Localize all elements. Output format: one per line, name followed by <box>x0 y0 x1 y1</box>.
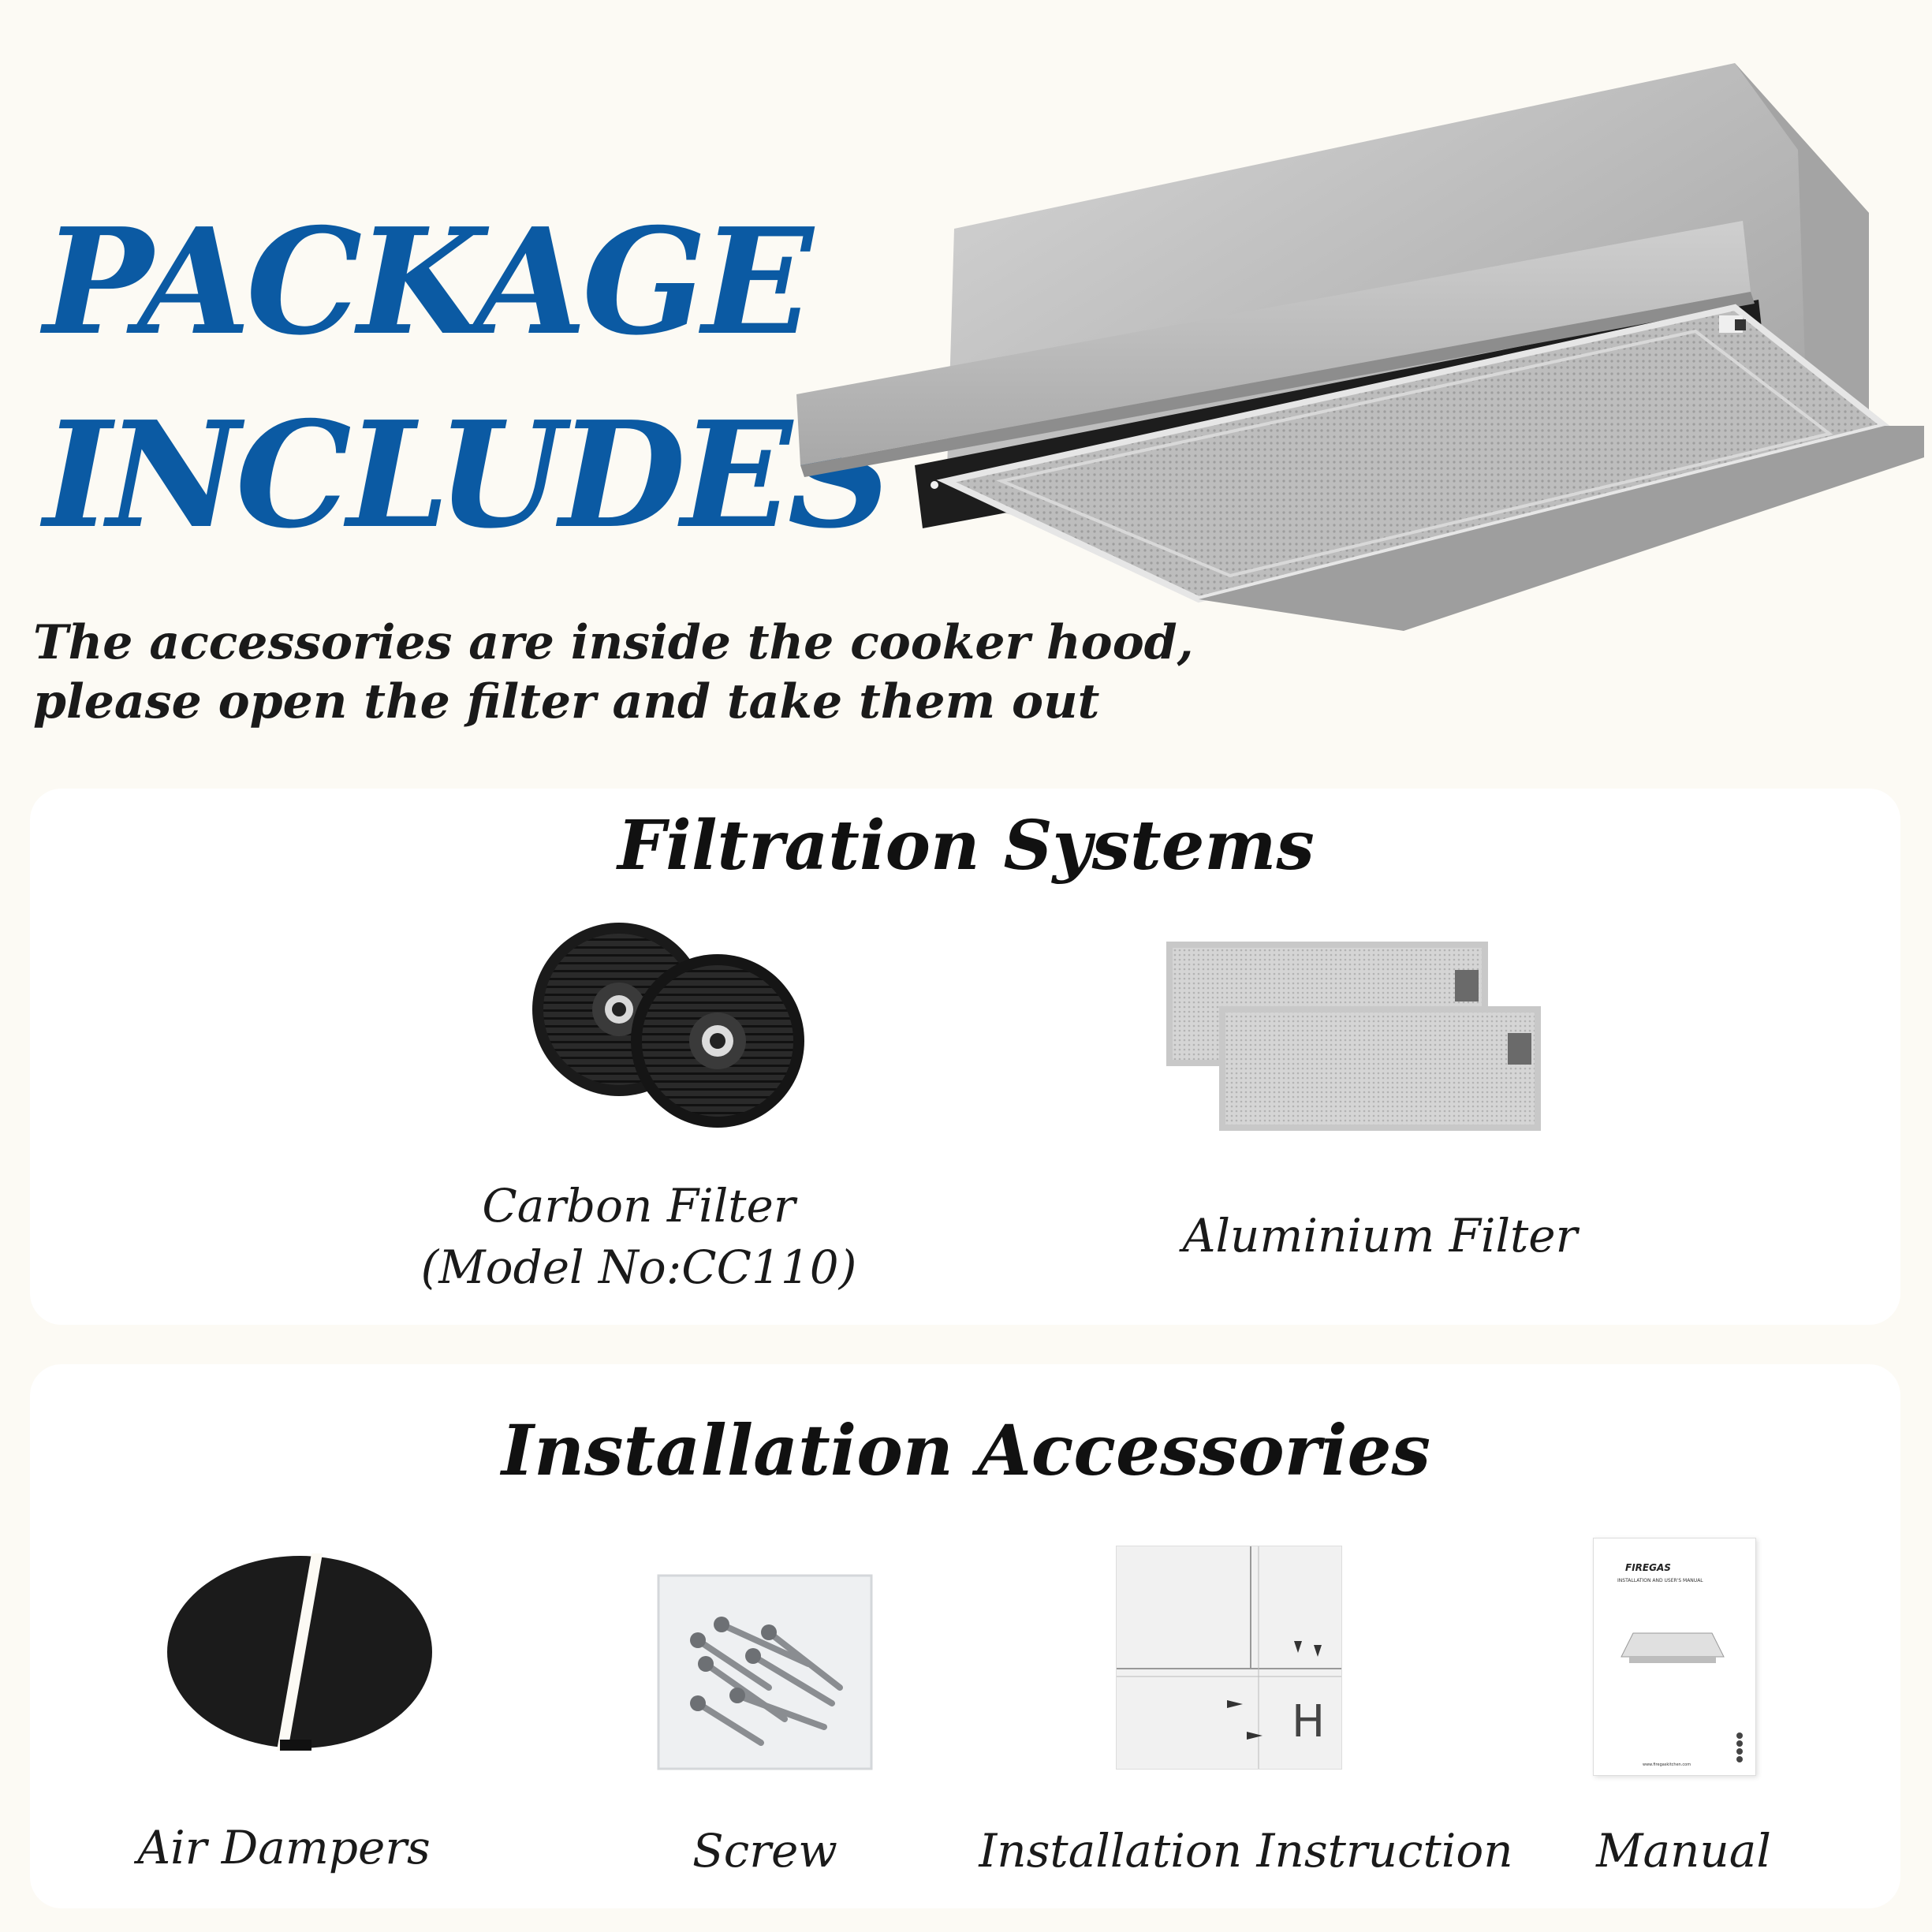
aluminium-filter-label: Aluminium Filter <box>1182 1209 1578 1263</box>
filtration-systems-card <box>30 789 1900 1325</box>
subtitle-line-1: The accessories are inside the cooker ho… <box>33 615 1194 670</box>
carbon-filter-name: Carbon Filter <box>482 1179 796 1233</box>
manual-label: Manual <box>1596 1824 1771 1878</box>
cooker-hood-image <box>796 63 1924 631</box>
title-includes: INCLUDES <box>43 389 893 561</box>
installation-instruction-image: H <box>1116 1546 1342 1770</box>
carbon-filter-model: (Model No:CC110) <box>420 1240 857 1295</box>
manual-website: www.firegaskitchen.com <box>1643 1762 1691 1767</box>
air-dampers-image <box>167 1553 432 1751</box>
filtration-systems-title: Filtration Systems <box>617 806 1315 886</box>
installation-accessories-title: Installation Accessories <box>501 1409 1431 1491</box>
screw-label: Screw <box>692 1824 837 1878</box>
installation-instruction-label: Installation Instruction <box>979 1824 1513 1878</box>
screw-image <box>657 1574 873 1770</box>
manual-brand: FIREGAS <box>1625 1562 1671 1573</box>
instruction-h-mark: H <box>1292 1696 1326 1747</box>
aluminium-filter-image <box>1166 942 1541 1131</box>
manual-subtitle: INSTALLATION AND USER'S MANUAL <box>1617 1578 1703 1583</box>
subtitle-line-2: please open the filter and take them out <box>33 674 1100 729</box>
air-dampers-label: Air Dampers <box>137 1821 431 1874</box>
title-package: PACKAGE <box>43 196 813 367</box>
manual-image: FIREGAS INSTALLATION AND USER'S MANUAL w… <box>1593 1538 1756 1776</box>
carbon-filter-label: Carbon Filter (Model No:CC110) <box>379 1175 899 1299</box>
carbon-filter-image <box>532 923 804 1128</box>
